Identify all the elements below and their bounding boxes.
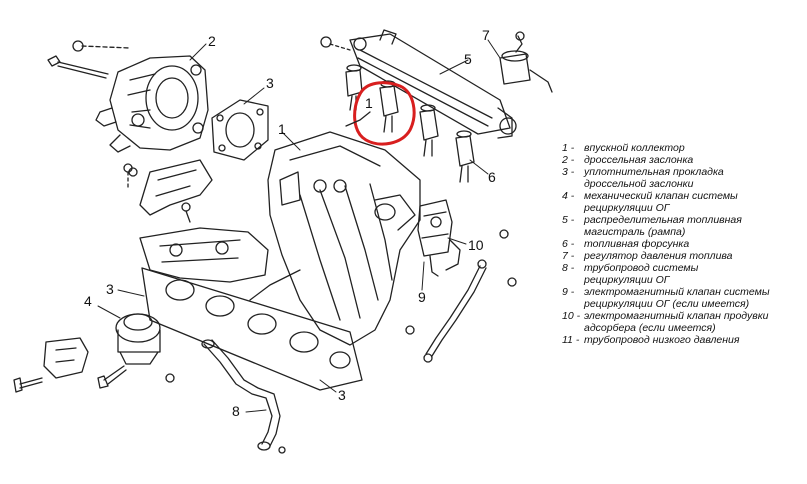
throttle-body <box>95 55 209 153</box>
legend-number: 11 - <box>562 334 580 346</box>
legend-description-line: распределительная топливная <box>584 214 742 226</box>
legend-number: 4 - <box>562 190 575 202</box>
legend-item: 7 - регулятор давления топлива <box>562 250 802 262</box>
legend-description-line: уплотнительная прокладка <box>584 166 724 178</box>
nut-top <box>72 40 131 52</box>
callout-1-main: 1 <box>278 121 286 137</box>
legend-description: впускной коллектор <box>584 142 802 154</box>
leader-lines <box>97 39 501 413</box>
parts-legend: 1 - впускной коллектор 2 - дроссельная засл… <box>562 142 802 346</box>
legend-description-line: топливная форсунка <box>584 238 690 250</box>
legend-description: дроссельная заслонка <box>584 154 802 166</box>
legend-description-line: рециркуляции ОГ <box>584 202 670 214</box>
small-bolts-right <box>405 229 517 335</box>
legend-item: 6 - топливная форсунка <box>562 238 802 250</box>
legend-description-line: электромагнитный клапан продувки <box>584 310 769 322</box>
callout-10: 10 <box>468 237 484 253</box>
gasket-lower <box>141 267 363 391</box>
callout-4: 4 <box>84 293 92 309</box>
legend-number: 8 - <box>562 262 575 274</box>
egr-pipe <box>201 339 286 454</box>
legend-number: 5 - <box>562 214 575 226</box>
legend-description-line: впускной коллектор <box>584 142 685 154</box>
rail-bolt <box>320 36 351 51</box>
callout-7: 7 <box>482 27 490 43</box>
legend-description: трубопровод низкого давления <box>584 334 802 346</box>
legend-item: 1 - впускной коллектор <box>562 142 802 154</box>
legend-item: 2 - дроссельная заслонка <box>562 154 802 166</box>
fuel-pressure-regulator <box>499 31 553 93</box>
legend-number: 7 - <box>562 250 575 262</box>
legend-description-line: дроссельной заслонки <box>584 178 694 190</box>
legend-item: 11 - трубопровод низкого давления <box>562 334 802 346</box>
callout-6: 6 <box>488 169 496 185</box>
lower-flange <box>139 227 269 283</box>
legend-description-line: трубопровод системы <box>584 262 699 274</box>
legend-description: регулятор давления топлива <box>584 250 802 262</box>
bolt-egr <box>97 365 175 389</box>
callout-3-left: 3 <box>106 281 114 297</box>
bolt-lower-left <box>123 163 133 191</box>
callout-1-circle: 1 <box>365 95 373 111</box>
callout-3-bottom: 3 <box>338 387 346 403</box>
legend-description-line: трубопровод низкого давления <box>584 334 740 346</box>
circle-pointer-line <box>345 111 371 127</box>
bolt-upper-left <box>47 55 109 79</box>
legend-number: 2 - <box>562 154 575 166</box>
injector-seals <box>346 64 472 138</box>
highlight-circle <box>353 81 416 146</box>
legend-description-line: адсорбера (если имеется) <box>584 322 716 334</box>
legend-description-line: магистраль (рампа) <box>584 226 686 238</box>
legend-description-line: механический клапан системы <box>584 190 738 202</box>
manifold-bracket <box>128 159 213 223</box>
intake-manifold <box>249 131 421 346</box>
egr-valve <box>115 313 161 365</box>
legend-description-line: рециркуляции ОГ <box>584 274 670 286</box>
legend-description-line: дроссельная заслонка <box>584 154 694 166</box>
egr-bracket <box>13 337 89 393</box>
callout-5: 5 <box>464 51 472 67</box>
purge-solenoid <box>417 199 461 277</box>
throttle-gasket <box>211 99 269 161</box>
callout-2: 2 <box>208 33 216 49</box>
legend-description-line: регулятор давления топлива <box>584 250 733 262</box>
legend-number: 9 - <box>562 286 575 298</box>
legend-number: 6 - <box>562 238 575 250</box>
callout-8: 8 <box>232 403 240 419</box>
legend-number: 3 - <box>562 166 575 178</box>
legend-description: топливная форсунка <box>584 238 802 250</box>
legend-description-line: электромагнитный клапан системы <box>584 286 770 298</box>
callout-9: 9 <box>418 289 426 305</box>
legend-number: 10 - <box>562 310 581 322</box>
legend-description-line: рециркуляции ОГ (если имеется) <box>584 298 750 310</box>
egr-solenoid-pipe <box>423 259 487 363</box>
legend-number: 1 - <box>562 142 575 154</box>
callout-3-top: 3 <box>266 75 274 91</box>
